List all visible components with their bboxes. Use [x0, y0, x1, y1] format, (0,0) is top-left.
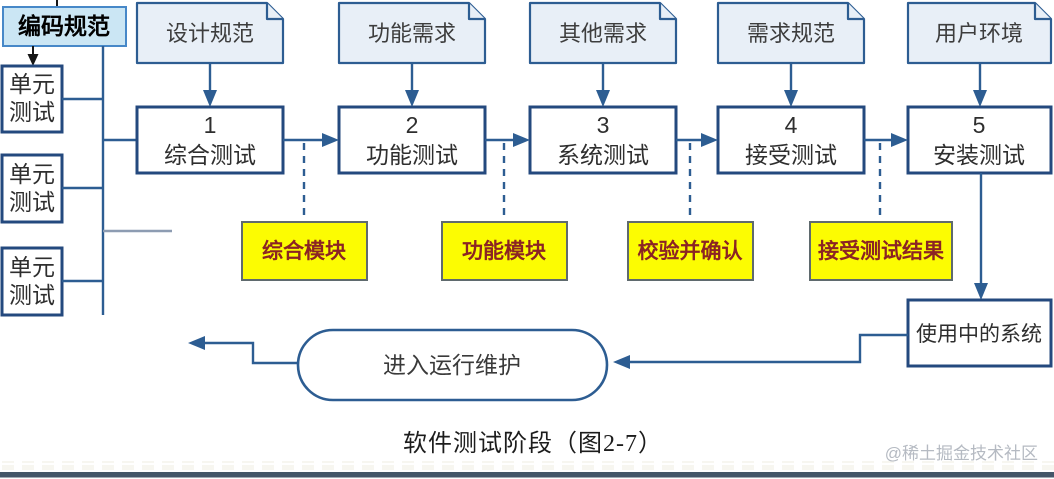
stage-2-number: 2	[406, 112, 419, 138]
doc-design-spec: 设计规范	[135, 1, 285, 65]
stage-3-number: 3	[597, 112, 610, 138]
coding-standard-box	[2, 6, 127, 47]
stage-1-label: 综合测试	[164, 142, 256, 168]
stage-4-number: 4	[785, 112, 798, 138]
unit-test-2-line2: 测试	[9, 189, 55, 215]
coding-standard-label: 编码规范	[18, 13, 110, 39]
unit-test-1-line1: 单元	[9, 71, 55, 97]
doc-functional-requirements-label: 功能需求	[368, 21, 456, 46]
stage-box-installation-test: 5 安装测试	[906, 105, 1053, 175]
doc-requirements-spec-label: 需求规范	[747, 21, 835, 46]
unit-test-3-line2: 测试	[9, 282, 55, 308]
stage-5-label: 安装测试	[933, 142, 1025, 168]
unit-test-3-line1: 单元	[9, 254, 55, 280]
maintenance-stadium: 进入运行维护	[296, 328, 609, 402]
doc-user-environment: 用户环境	[906, 1, 1053, 65]
stage-box-system-test: 3 系统测试	[528, 105, 678, 175]
doc-other-requirements: 其他需求	[528, 1, 678, 65]
unit-test-2-line1: 单元	[9, 161, 55, 187]
arrow-system-to-maintenance	[613, 333, 908, 369]
stage-box-acceptance-test: 4 接受测试	[716, 105, 866, 175]
doc-requirements-spec: 需求规范	[716, 1, 866, 65]
system-in-use-label: 使用中的系统	[916, 323, 1042, 346]
doc-design-spec-label: 设计规范	[166, 21, 254, 46]
artifact-acceptance-result: 接受测试结果	[809, 221, 953, 281]
maintenance-label: 进入运行维护	[383, 352, 521, 378]
doc-other-requirements-label: 其他需求	[559, 21, 647, 46]
unit-test-box-1: 单元 测试	[0, 64, 103, 134]
artifact-3-label: 校验并确认	[638, 239, 743, 263]
stage-box-function-test: 2 功能测试	[337, 105, 487, 175]
doc-functional-requirements: 功能需求	[337, 1, 487, 65]
figure-caption: 软件测试阶段（图2-7）	[403, 430, 663, 457]
unit-test-box-3: 单元 测试	[0, 246, 103, 317]
unit-test-1-line2: 测试	[9, 99, 55, 125]
artifact-function-module: 功能模块	[441, 221, 568, 281]
arrow-maintenance-exit-left	[188, 336, 298, 365]
bottom-divider	[0, 472, 1054, 478]
artifact-verify-confirm: 校验并确认	[627, 221, 754, 281]
faint-watermark-band	[0, 461, 1054, 470]
stage-2-label: 功能测试	[366, 142, 458, 168]
unit-test-box-2: 单元 测试	[0, 153, 103, 224]
artifact-4-label: 接受测试结果	[818, 239, 944, 263]
artifact-1-label: 综合模块	[262, 239, 347, 263]
stage-1-number: 1	[204, 112, 217, 138]
stage-box-integration-test: 1 综合测试	[135, 105, 285, 175]
artifact-2-label: 功能模块	[462, 239, 547, 263]
stage-5-number: 5	[973, 112, 986, 138]
artifact-integration-module: 综合模块	[241, 221, 368, 281]
doc-user-environment-label: 用户环境	[935, 21, 1023, 46]
system-in-use-box: 使用中的系统	[906, 298, 1053, 368]
watermark: @稀土掘金技术社区	[885, 444, 1038, 463]
stage-4-label: 接受测试	[745, 142, 837, 168]
stage-3-label: 系统测试	[557, 142, 649, 168]
